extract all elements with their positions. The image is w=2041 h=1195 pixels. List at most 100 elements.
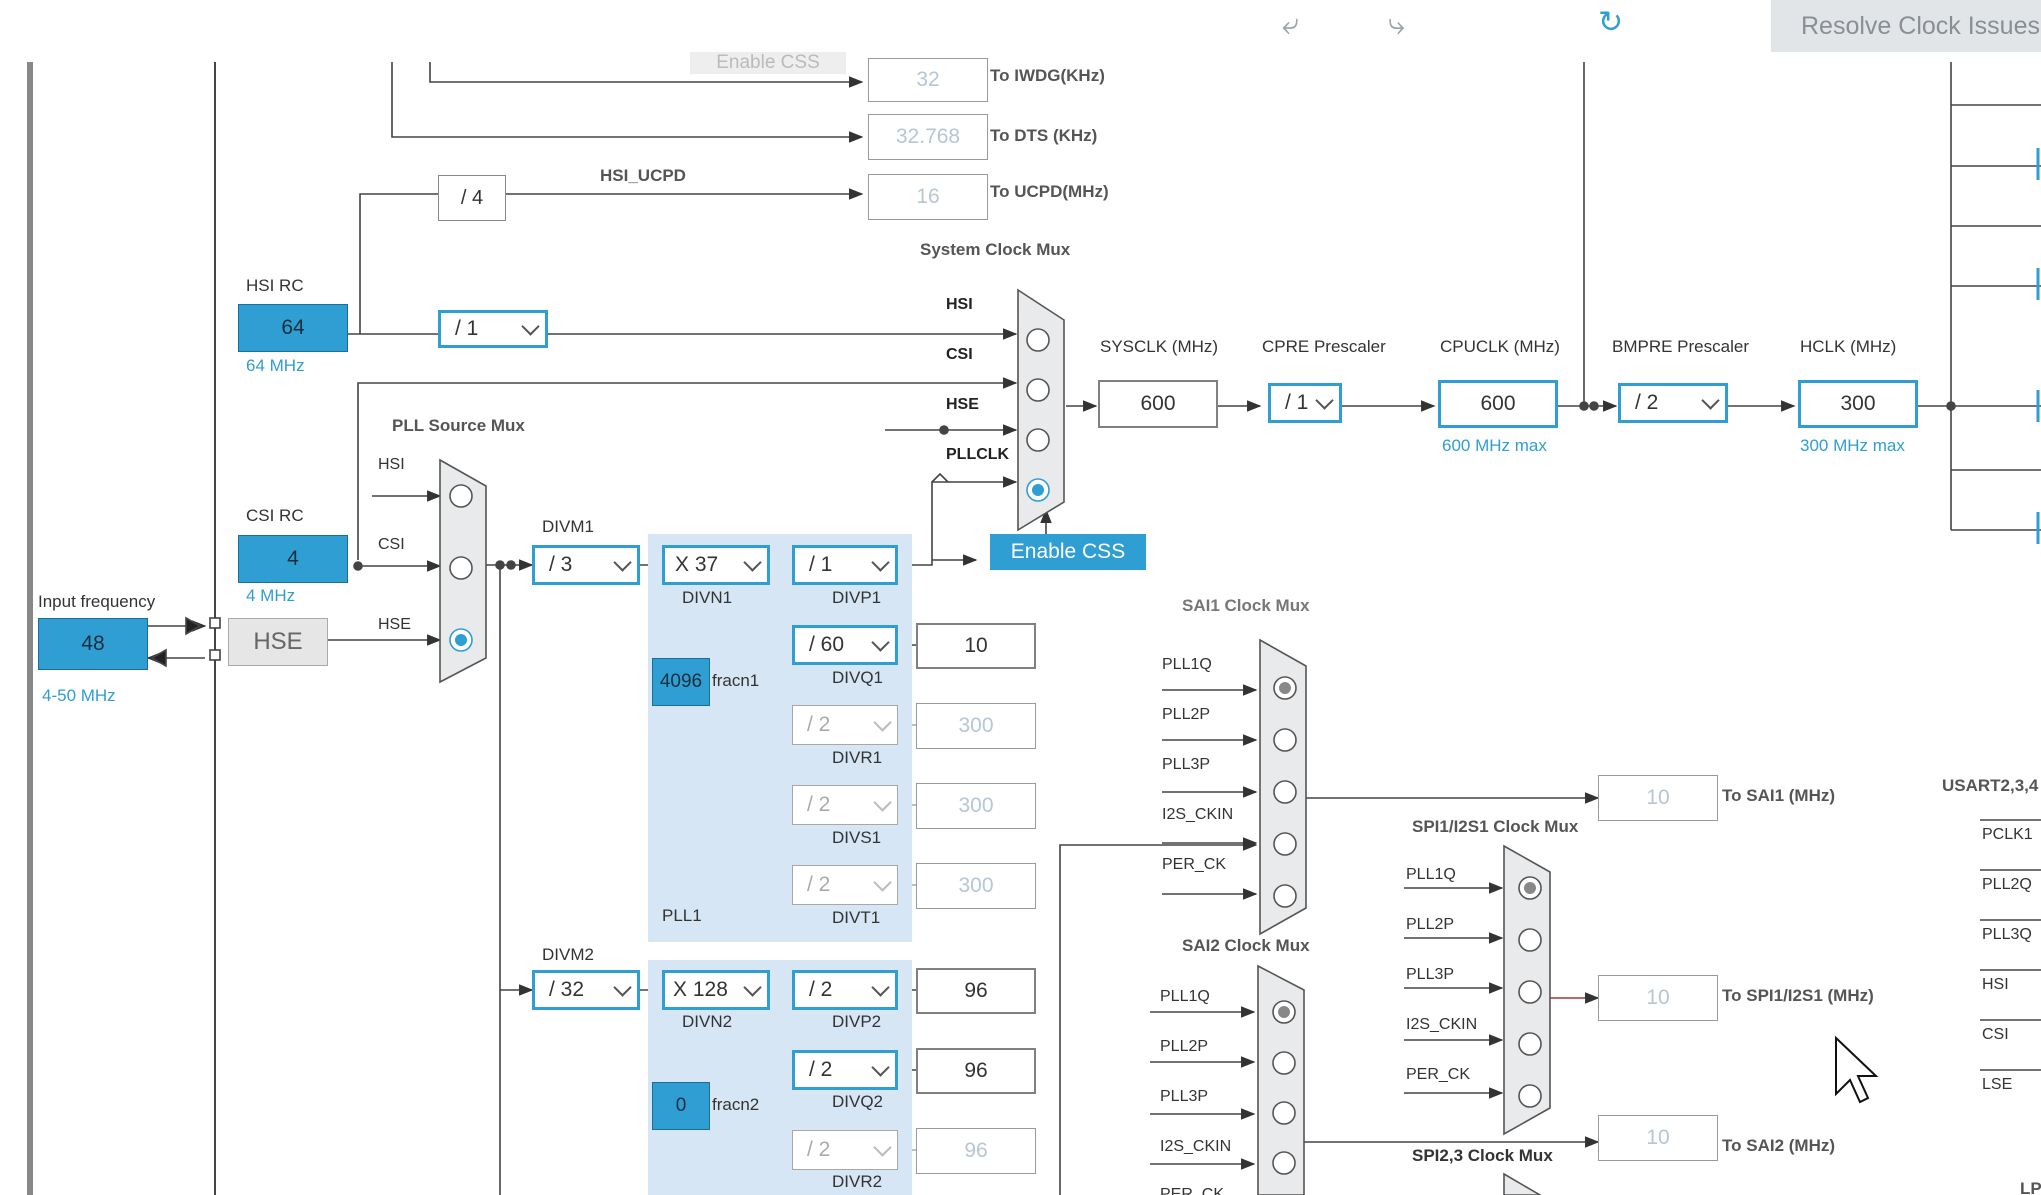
chevron-down-icon [613, 553, 632, 572]
spi1-mux-title: SPI1/I2S1 Clock Mux [1412, 817, 1579, 836]
chevron-down-icon [871, 553, 890, 572]
divr1-output: 300 [916, 703, 1036, 749]
divs1-output: 300 [916, 783, 1036, 829]
hsi-ucpd-label: HSI_UCPD [600, 166, 686, 185]
bmpre-prescaler-select[interactable]: / 2 [1618, 383, 1728, 423]
chevron-down-icon [1701, 391, 1720, 410]
usart-title: USART2,3,4 [1942, 776, 2039, 795]
sai1-input-pll2p: PLL2P [1162, 706, 1211, 723]
sai2-radio-pll2p [1272, 1051, 1296, 1075]
divp2-select[interactable]: / 2 [792, 970, 898, 1010]
divt1-output: 300 [916, 863, 1036, 909]
spi1-radio-i2s [1518, 1032, 1542, 1056]
iwdg-output-label: To IWDG(KHz) [990, 66, 1105, 85]
hse-block: HSE [228, 618, 328, 666]
chevron-down-icon [871, 1058, 890, 1077]
chevron-down-icon [871, 978, 890, 997]
csi-rc-title: CSI RC [246, 506, 304, 525]
pllmux-radio-hsi [449, 484, 473, 508]
chevron-down-icon [521, 317, 540, 336]
hsi-divider-select[interactable]: / 1 [438, 310, 548, 348]
sai2-mux-title: SAI2 Clock Mux [1182, 936, 1310, 955]
sai1-input-pll1q: PLL1Q [1162, 656, 1212, 673]
sai1-output-label: To SAI1 (MHz) [1722, 786, 1836, 805]
hsi-rc-unit: 64 MHz [246, 356, 305, 375]
divn2-value: X 128 [673, 978, 728, 1001]
hclk-max: 300 MHz max [1800, 436, 1905, 455]
divr1-select[interactable]: / 2 [792, 705, 898, 745]
input-frequency-value[interactable]: 48 [38, 618, 148, 670]
sysclk-value[interactable]: 600 [1098, 380, 1218, 428]
usart-input-pll3q: PLL3Q [1982, 926, 2032, 943]
fracn1-value[interactable]: 4096 [652, 658, 710, 706]
sai1-radio-pll2p [1273, 728, 1297, 752]
sai2-radio-i2s [1272, 1151, 1296, 1175]
divn1-label: DIVN1 [682, 588, 733, 607]
refresh-icon[interactable]: ↻ [1598, 6, 1624, 39]
sai2-radio-pll3p [1272, 1101, 1296, 1125]
chevron-down-icon [873, 713, 892, 732]
usart-input-csi: CSI [1982, 1026, 2009, 1043]
sysmux-input-csi: CSI [946, 346, 973, 363]
sai2-input-pll3p: PLL3P [1160, 1088, 1209, 1105]
spi1-output-value: 10 [1598, 975, 1718, 1021]
divm2-value: / 32 [549, 978, 585, 1001]
undo-arrow-icon[interactable]: ⤶ [1282, 8, 1299, 41]
divq1-label: DIVQ1 [832, 668, 884, 687]
sai1-radio-perck [1273, 884, 1297, 908]
divq2-value: / 2 [809, 1058, 833, 1081]
system-clock-mux-title: System Clock Mux [920, 240, 1071, 259]
pllmux-radio-csi [449, 556, 473, 580]
enable-css-partial-button[interactable]: Enable CSS [690, 52, 846, 74]
spi1-input-pll2p: PLL2P [1406, 916, 1455, 933]
spi1-input-pll1q: PLL1Q [1406, 866, 1456, 883]
csi-rc-value[interactable]: 4 [238, 535, 348, 583]
hsi-rc-value[interactable]: 64 [238, 304, 348, 352]
cpuclk-value[interactable]: 600 [1438, 380, 1558, 428]
divp1-select[interactable]: / 1 [792, 545, 898, 585]
system-clock-mux-shape [1017, 288, 1065, 532]
divn1-select[interactable]: X 37 [662, 545, 770, 585]
cpre-prescaler-select[interactable]: / 1 [1268, 383, 1342, 423]
divq1-select[interactable]: / 60 [792, 625, 898, 665]
sysmux-input-hsi: HSI [946, 296, 973, 313]
divm1-select[interactable]: / 3 [532, 545, 640, 585]
usart-input-lse: LSE [1982, 1076, 2013, 1093]
fracn2-label: fracn2 [712, 1095, 760, 1114]
divs1-select[interactable]: / 2 [792, 785, 898, 825]
divr2-select[interactable]: / 2 [792, 1130, 898, 1170]
divm1-label: DIVM1 [542, 517, 594, 536]
divq1-output: 10 [916, 623, 1036, 669]
sysmux-radio-hsi [1026, 328, 1050, 352]
divp1-value: / 1 [809, 553, 833, 576]
sysmux-radio-csi [1026, 378, 1050, 402]
sai1-input-pll3p: PLL3P [1162, 756, 1211, 773]
enable-css-button[interactable]: Enable CSS [990, 534, 1146, 570]
divr2-output: 96 [916, 1128, 1036, 1174]
divq2-select[interactable]: / 2 [792, 1050, 898, 1090]
dts-output-label: To DTS (KHz) [990, 126, 1098, 145]
divr1-value: / 2 [807, 713, 831, 736]
hclk-value[interactable]: 300 [1798, 380, 1918, 428]
divm2-select[interactable]: / 32 [532, 970, 640, 1010]
resolve-clock-issues-button[interactable]: Resolve Clock Issues [1771, 0, 2041, 52]
chevron-down-icon [743, 553, 762, 572]
sai2-output-label: To SAI2 (MHz) [1722, 1136, 1836, 1155]
spi1-radio-perck [1518, 1084, 1542, 1108]
divt1-select[interactable]: / 2 [792, 865, 898, 905]
chevron-down-icon [873, 873, 892, 892]
hsi-divider-value: / 1 [455, 317, 479, 340]
sysmux-input-pllclk: PLLCLK [946, 446, 1010, 463]
usart-input-pclk1: PCLK1 [1982, 826, 2033, 843]
spi23-mux-title: SPI2,3 Clock Mux [1412, 1146, 1553, 1165]
divq2-label: DIVQ2 [832, 1092, 884, 1111]
divn2-select[interactable]: X 128 [662, 970, 770, 1010]
sysmux-input-hse: HSE [946, 396, 979, 413]
csi-rc-unit: 4 MHz [246, 586, 296, 605]
redo-arrow-icon[interactable]: ⤷ [1388, 8, 1405, 41]
spi1-input-i2s: I2S_CKIN [1406, 1016, 1478, 1033]
sai2-output-value: 10 [1598, 1115, 1718, 1161]
fracn2-value[interactable]: 0 [652, 1082, 710, 1130]
pllmux-input-csi: CSI [378, 536, 405, 553]
